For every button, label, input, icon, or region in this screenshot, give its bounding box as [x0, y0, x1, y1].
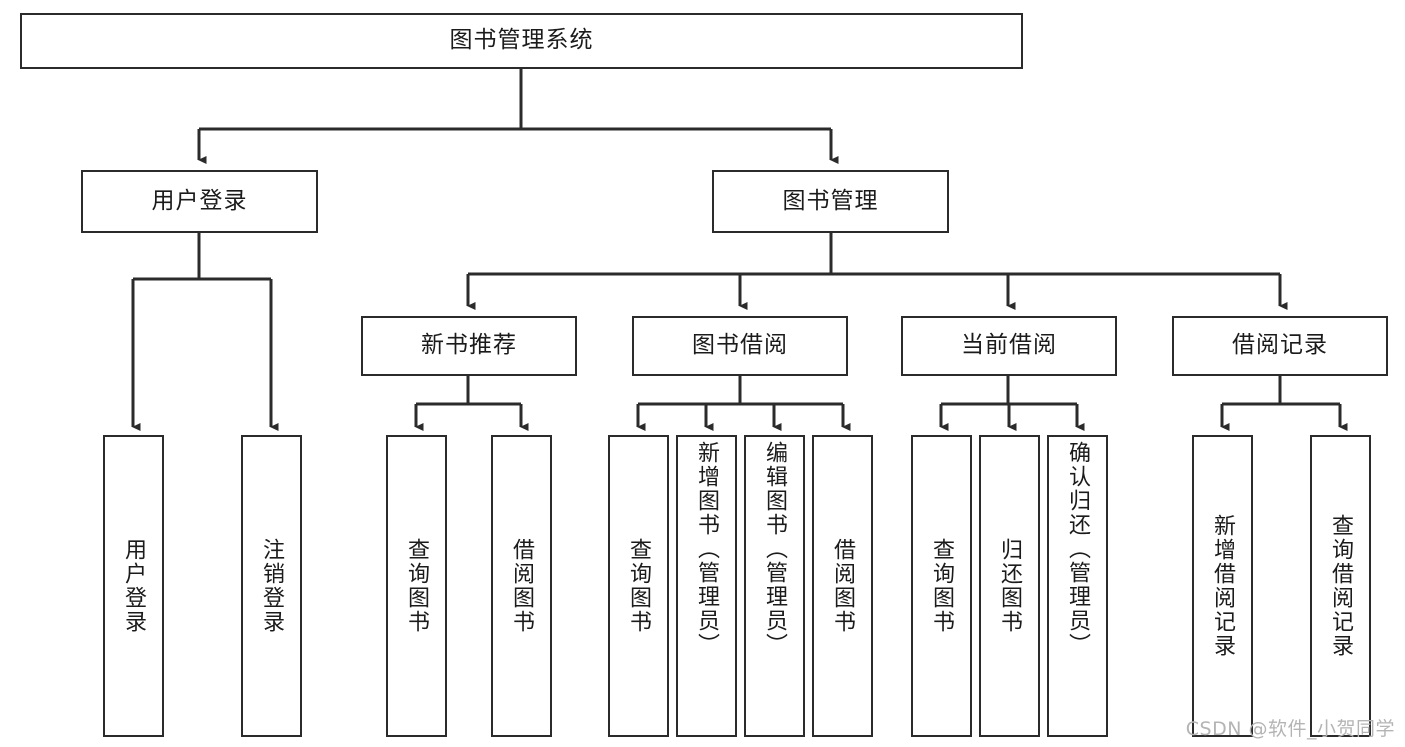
node-leaf-edit-book-admin-label: 编辑图书（管理员） [762, 441, 788, 657]
node-new-book-recommend[interactable]: 新书推荐 [361, 316, 577, 376]
node-current-borrow-label: 当前借阅 [961, 332, 1057, 359]
node-user-login-label: 用户登录 [151, 187, 248, 214]
node-current-borrow[interactable]: 当前借阅 [901, 316, 1117, 376]
node-leaf-return-book-label: 归还图书 [997, 538, 1023, 634]
node-leaf-borrow-book-recommend[interactable]: 借阅图书 [491, 435, 552, 737]
node-root-label: 图书管理系统 [449, 27, 594, 54]
node-leaf-add-book-admin-label: 新增图书（管理员） [694, 441, 720, 657]
node-leaf-edit-book-admin[interactable]: 编辑图书（管理员） [744, 435, 805, 737]
node-leaf-borrow-book-recommend-label: 借阅图书 [509, 538, 535, 634]
node-leaf-query-book-borrow-label: 查询图书 [626, 538, 652, 634]
node-leaf-add-borrow-record[interactable]: 新增借阅记录 [1192, 435, 1253, 737]
node-leaf-query-book-current-label: 查询图书 [929, 538, 955, 634]
node-book-management[interactable]: 图书管理 [712, 170, 949, 233]
node-borrow-record[interactable]: 借阅记录 [1172, 316, 1388, 376]
node-leaf-logout[interactable]: 注销登录 [241, 435, 302, 737]
node-leaf-query-book-recommend[interactable]: 查询图书 [386, 435, 447, 737]
node-leaf-query-borrow-record[interactable]: 查询借阅记录 [1310, 435, 1371, 737]
node-leaf-borrow-book-label: 借阅图书 [830, 538, 856, 634]
csdn-watermark: CSDN @软件_小贺同学 [1185, 718, 1395, 740]
node-leaf-borrow-book[interactable]: 借阅图书 [812, 435, 873, 737]
node-borrow-record-label: 借阅记录 [1232, 332, 1328, 359]
node-leaf-query-book-recommend-label: 查询图书 [404, 538, 430, 634]
node-book-borrow[interactable]: 图书借阅 [632, 316, 848, 376]
node-leaf-query-book-current[interactable]: 查询图书 [911, 435, 972, 737]
node-leaf-return-book[interactable]: 归还图书 [979, 435, 1040, 737]
node-leaf-user-login-label: 用户登录 [121, 538, 147, 634]
node-leaf-user-login[interactable]: 用户登录 [103, 435, 164, 737]
node-leaf-add-book-admin[interactable]: 新增图书（管理员） [676, 435, 737, 737]
node-leaf-confirm-return-admin[interactable]: 确认归还（管理员） [1047, 435, 1108, 737]
node-leaf-query-book-borrow[interactable]: 查询图书 [608, 435, 669, 737]
node-book-borrow-label: 图书借阅 [692, 332, 788, 359]
node-leaf-confirm-return-admin-label: 确认归还（管理员） [1065, 441, 1091, 657]
node-leaf-logout-label: 注销登录 [259, 538, 285, 634]
node-new-book-recommend-label: 新书推荐 [421, 332, 517, 359]
node-root-book-management-system[interactable]: 图书管理系统 [20, 13, 1023, 69]
node-leaf-add-borrow-record-label: 新增借阅记录 [1210, 514, 1236, 658]
node-book-management-label: 图书管理 [782, 187, 879, 214]
node-leaf-query-borrow-record-label: 查询借阅记录 [1328, 514, 1354, 658]
node-user-login[interactable]: 用户登录 [81, 170, 318, 233]
